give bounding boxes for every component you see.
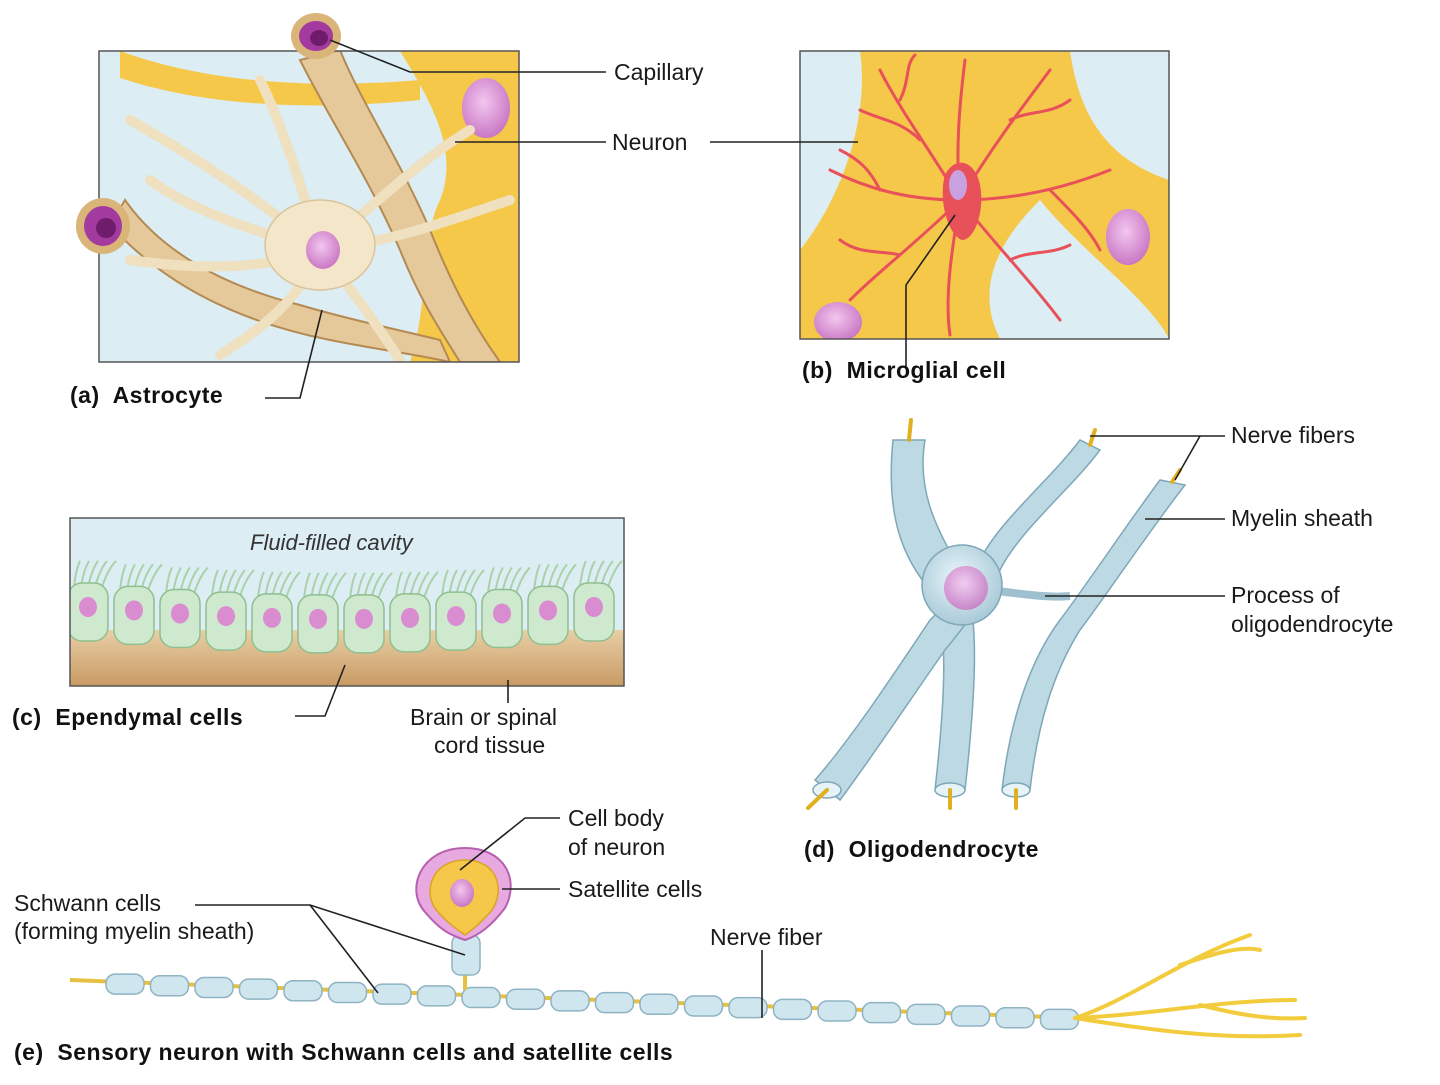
ependymal-cell bbox=[343, 572, 393, 654]
schwann-cell bbox=[639, 993, 679, 1016]
ependymal-cell bbox=[573, 560, 623, 642]
ependymal-cell bbox=[159, 566, 209, 649]
ependymal-cell bbox=[70, 560, 117, 642]
capillary-end-left bbox=[76, 198, 130, 254]
label-cell-body-2: of neuron bbox=[568, 834, 666, 860]
label-neuron: Neuron bbox=[612, 129, 688, 155]
axon-tips bbox=[806, 418, 1182, 810]
schwann-cell bbox=[906, 1003, 946, 1026]
panel-c-ependymal bbox=[69, 517, 625, 687]
panel-d-oligodendrocyte bbox=[806, 418, 1187, 810]
schwann-cell bbox=[1039, 1008, 1080, 1031]
schwann-cell bbox=[995, 1006, 1035, 1029]
peripheral-terminals bbox=[1073, 933, 1307, 1039]
leader-ependymal bbox=[295, 664, 346, 717]
caption-d-text: Oligodendrocyte bbox=[848, 836, 1039, 862]
panel-b-microglia bbox=[799, 50, 1170, 340]
panel-b-frame bbox=[799, 50, 1170, 340]
caption-a: (a) Astrocyte bbox=[70, 381, 223, 410]
schwann-cell bbox=[327, 981, 368, 1004]
ependymal-cell bbox=[205, 569, 255, 651]
caption-b: (b) Microglial cell bbox=[802, 356, 1006, 385]
neuron-nucleus-b1 bbox=[814, 302, 862, 339]
caption-b-text: Microglial cell bbox=[846, 357, 1007, 383]
label-process-1: Process of bbox=[1231, 582, 1340, 608]
schwann-cell bbox=[416, 985, 457, 1007]
panel-a-astrocyte bbox=[76, 13, 520, 363]
astrocyte-nucleus bbox=[306, 231, 340, 269]
ependymal-cell bbox=[435, 569, 485, 651]
caption-a-letter: (a) bbox=[70, 382, 100, 408]
label-capillary: Capillary bbox=[614, 59, 704, 85]
leader-microglia bbox=[905, 214, 956, 368]
caption-c-text: Ependymal cells bbox=[55, 704, 244, 730]
schwann-cell bbox=[817, 1000, 857, 1022]
stem-schwann-cell bbox=[451, 934, 481, 976]
neuron-nucleus bbox=[462, 78, 510, 138]
label-satellite-cells: Satellite cells bbox=[568, 876, 703, 902]
ependymal-cell bbox=[251, 571, 301, 653]
schwann-cell bbox=[772, 998, 813, 1021]
label-nerve-fibers: Nerve fibers bbox=[1231, 422, 1355, 448]
caption-e-text: Sensory neuron with Schwann cells and sa… bbox=[57, 1039, 674, 1065]
leader-cell-body bbox=[459, 817, 560, 871]
schwann-cell bbox=[283, 980, 323, 1002]
ependymal-cell bbox=[389, 571, 439, 653]
label-nerve-fiber: Nerve fiber bbox=[710, 924, 823, 950]
label-schwann-2: (forming myelin sheath) bbox=[14, 918, 255, 944]
ependymal-cell bbox=[481, 566, 531, 649]
caption-a-text: Astrocyte bbox=[112, 382, 224, 408]
myelinated-fibers bbox=[812, 439, 1187, 802]
leader-lines bbox=[195, 39, 1225, 1018]
schwann-cell bbox=[728, 996, 768, 1019]
oligodendrocyte-nucleus bbox=[944, 566, 988, 610]
caption-e: (e) Sensory neuron with Schwann cells an… bbox=[14, 1038, 673, 1067]
label-brain-tissue-1: Brain or spinal bbox=[410, 704, 558, 730]
schwann-cell bbox=[683, 995, 724, 1017]
schwann-cell bbox=[461, 986, 501, 1009]
caption-d-letter: (d) bbox=[804, 836, 835, 862]
label-process-2: oligodendrocyte bbox=[1231, 611, 1394, 637]
schwann-cell bbox=[594, 991, 635, 1014]
label-myelin-sheath: Myelin sheath bbox=[1231, 505, 1373, 531]
microglia-nucleus bbox=[949, 170, 967, 200]
sensory-nucleus bbox=[450, 879, 474, 907]
schwann-cell bbox=[238, 978, 279, 1000]
caption-b-letter: (b) bbox=[802, 357, 833, 383]
leader-astrocyte bbox=[265, 309, 323, 399]
schwann-cell bbox=[149, 975, 190, 997]
ependymal-cell bbox=[527, 563, 577, 646]
schwann-cell bbox=[105, 973, 145, 995]
label-brain-tissue-2: cord tissue bbox=[434, 732, 546, 758]
ependymal-cell bbox=[297, 572, 347, 654]
schwann-cell bbox=[861, 1001, 902, 1024]
schwann-cell bbox=[372, 983, 412, 1005]
leader-capillary bbox=[329, 39, 606, 73]
label-schwann-1: Schwann cells bbox=[14, 890, 162, 916]
ependymal-cell bbox=[113, 563, 163, 646]
caption-d: (d) Oligodendrocyte bbox=[804, 835, 1039, 864]
caption-e-letter: (e) bbox=[14, 1039, 44, 1065]
capillary-2 bbox=[108, 198, 452, 362]
schwann-cell-row bbox=[105, 973, 1080, 1031]
label-fluid-cavity: Fluid-filled cavity bbox=[250, 530, 413, 555]
panel-c-frame bbox=[69, 517, 625, 687]
label-cell-body-1: Cell body bbox=[568, 805, 664, 831]
capillary-end-top bbox=[291, 13, 341, 59]
ependymal-row bbox=[70, 560, 623, 654]
caption-c: (c) Ependymal cells bbox=[12, 703, 243, 732]
caption-c-letter: (c) bbox=[12, 704, 42, 730]
schwann-cell bbox=[950, 1005, 991, 1027]
schwann-cell bbox=[550, 990, 590, 1012]
schwann-cell bbox=[194, 976, 234, 999]
leader-nerve-fibers-2 bbox=[1174, 435, 1201, 481]
panel-e-sensory-neuron bbox=[69, 846, 1307, 1039]
leader-schwann-2 bbox=[309, 904, 379, 994]
schwann-cell bbox=[505, 988, 546, 1010]
neuron-nucleus-b2 bbox=[1106, 209, 1150, 265]
